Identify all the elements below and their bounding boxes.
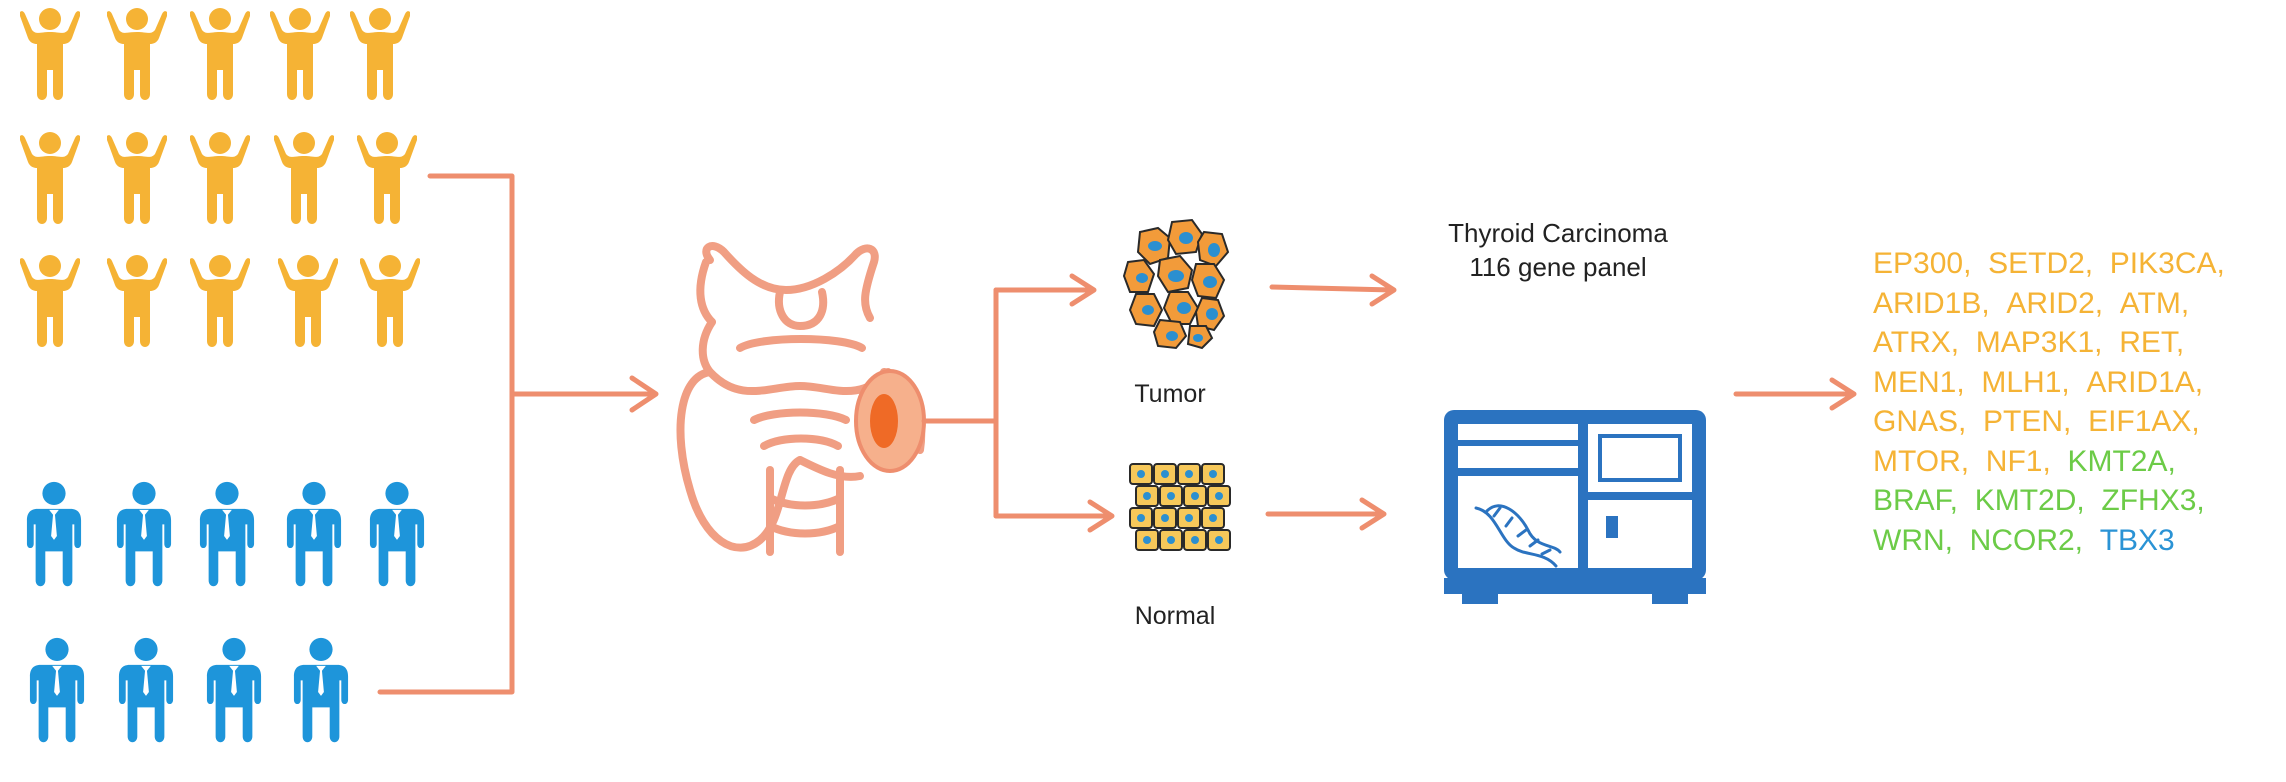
male-person-icon (29, 637, 85, 743)
dna-icon (1474, 504, 1562, 568)
female-person-icon (107, 8, 167, 100)
gene-list-row: MEN1, MLH1, ARID1A, (1873, 363, 2278, 403)
female-person-icon (190, 132, 250, 224)
gene-name: MLH1, (1981, 365, 2070, 399)
male-cohort (26, 481, 425, 743)
gene-name: ATRX, (1873, 326, 1960, 359)
female-person-icon (350, 8, 410, 100)
normal-cells-icon (1129, 463, 1231, 551)
female-person-icon (190, 8, 250, 100)
cohort-connector (377, 173, 659, 695)
female-person-icon (274, 132, 334, 224)
gene-list-row: MTOR, NF1, KMT2A, (1873, 442, 2278, 482)
gene-name: ARID1B, (1873, 286, 1990, 320)
male-person-icon (293, 637, 349, 743)
tumor-label: Tumor (1134, 380, 1206, 408)
normal-label: Normal (1134, 602, 1216, 630)
tumor-cells-icon (1122, 218, 1230, 350)
gene-list-row: WRN, NCOR2, TBX3 (1873, 521, 2278, 561)
sequencer-machine-icon (1444, 410, 1706, 604)
gene-name: RET, (2119, 326, 2185, 359)
gene-panel-title: Thyroid Carcinoma 116 gene panel (1388, 216, 1728, 284)
gene-name: NCOR2, (1969, 523, 2084, 557)
gene-list: EP300, SETD2, PIK3CA,ARID1B, ARID2, ATM,… (1873, 244, 2278, 560)
male-person-icon (116, 481, 172, 587)
gene-panel-title-line2: 116 gene panel (1469, 252, 1647, 282)
male-person-icon (286, 481, 342, 587)
gene-name: ZFHX3, (2101, 484, 2205, 517)
thyroid-gland-icon (676, 242, 926, 556)
male-person-icon (118, 637, 174, 743)
gene-name: WRN, (1873, 523, 1953, 557)
gene-name: EP300, (1873, 247, 1972, 280)
thyroid-tumor (854, 369, 926, 473)
female-person-icon (107, 132, 167, 224)
female-person-icon (20, 255, 80, 347)
gene-name: GNAS, (1873, 405, 1967, 438)
gene-name: MAP3K1, (1975, 326, 2103, 359)
gene-name: MTOR, (1873, 444, 1970, 478)
gene-name: BRAF, (1873, 484, 1959, 517)
sample-branch-connector (921, 273, 1115, 533)
male-person-icon (369, 481, 425, 587)
female-person-icon (20, 8, 80, 100)
female-cohort (20, 8, 420, 347)
gene-list-row: GNAS, PTEN, EIF1AX, (1873, 402, 2278, 442)
gene-name: PTEN, (1983, 405, 2072, 438)
gene-name: EIF1AX, (2088, 405, 2200, 438)
gene-name: MEN1, (1873, 365, 1965, 399)
male-person-icon (206, 637, 262, 743)
gene-name: SETD2, (1988, 247, 2094, 280)
gene-list-row: EP300, SETD2, PIK3CA, (1873, 244, 2278, 284)
gene-name: ARID2, (2006, 286, 2104, 320)
female-person-icon (357, 132, 417, 224)
female-person-icon (270, 8, 330, 100)
female-person-icon (190, 255, 250, 347)
gene-name: ATM, (2119, 286, 2190, 320)
gene-list-row: ARID1B, ARID2, ATM, (1873, 284, 2278, 324)
gene-name: ARID1A, (2086, 365, 2204, 399)
gene-name: KMT2D, (1974, 484, 2085, 517)
gene-name: TBX3 (2099, 523, 2175, 557)
female-person-icon (20, 132, 80, 224)
female-person-icon (360, 255, 420, 347)
gene-list-row: BRAF, KMT2D, ZFHX3, (1873, 481, 2278, 521)
female-person-icon (107, 255, 167, 347)
gene-list-row: ATRX, MAP3K1, RET, (1873, 323, 2278, 363)
gene-name: NF1, (1985, 444, 2051, 478)
gene-panel-title-line1: Thyroid Carcinoma (1448, 218, 1668, 248)
female-person-icon (278, 255, 338, 347)
gene-name: KMT2A, (2067, 444, 2176, 478)
male-person-icon (26, 481, 82, 587)
male-person-icon (199, 481, 255, 587)
gene-name: PIK3CA, (2109, 247, 2225, 280)
sequencing-to-genes-arrow (1733, 377, 1857, 411)
sample-to-sequencing-arrows (1265, 273, 1397, 531)
